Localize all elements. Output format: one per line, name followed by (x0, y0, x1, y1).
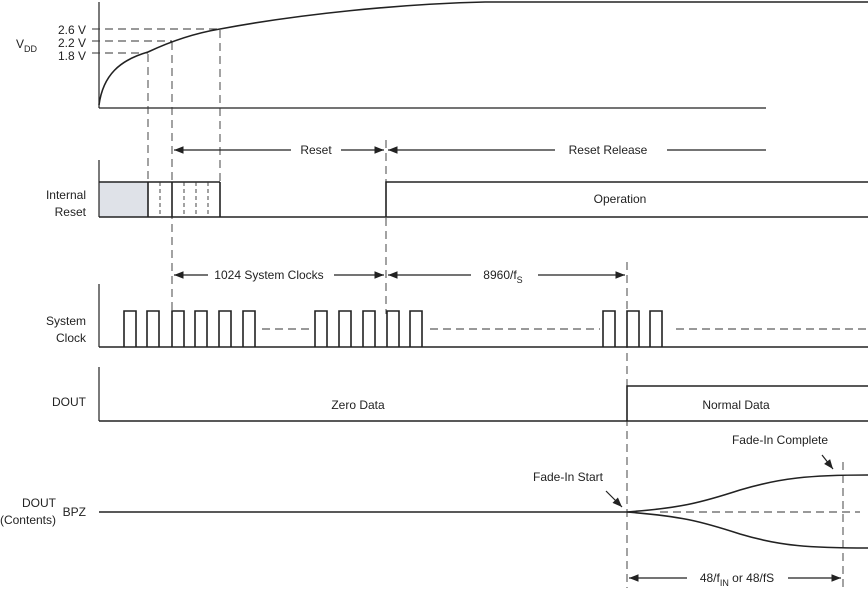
clock-pulse-4 (194, 310, 208, 347)
clock-pulses (123, 310, 663, 347)
normal-data-edge (626, 385, 868, 421)
clock-timing-arrows: 1024 System Clocks 8960/fS (174, 268, 625, 285)
clock-pulse-2 (146, 310, 160, 347)
timing-markers (147, 30, 844, 588)
vdd-section: VDD 2.6 V 2.2 V 1.8 V (16, 1, 868, 109)
clock-pulse-11 (409, 310, 423, 347)
dout-section: DOUT Zero Data Normal Data (52, 367, 868, 422)
system-clock-label-1: System (46, 314, 86, 328)
clock-pulse-8 (338, 310, 352, 347)
dout-contents-label-1: DOUT (22, 496, 57, 510)
operation-label: Operation (594, 192, 647, 206)
fade-envelope-upper (626, 474, 868, 513)
clock-pulse-12 (602, 310, 616, 347)
clock-pulse-5 (218, 310, 232, 347)
vdd-label: VDD (16, 37, 38, 54)
internal-reset-section: Internal Reset Operation (46, 160, 868, 219)
fade-in-complete-label: Fade-In Complete (732, 433, 828, 447)
internal-reset-label-2: Reset (55, 205, 87, 219)
reset-release-label: Reset Release (569, 143, 648, 157)
fade-envelope-lower (626, 511, 868, 549)
clock-pulse-13 (626, 310, 640, 347)
system-clock-label-2: Clock (56, 331, 87, 345)
fade-in-start-label: Fade-In Start (533, 470, 604, 484)
vdd-ramp-curve (98, 1, 868, 106)
normal-data-label: Normal Data (702, 398, 770, 412)
reset-release-edge (385, 181, 868, 217)
reset-shaded-region (99, 182, 148, 217)
clock-pulse-3 (171, 310, 185, 347)
fs-timing-label: 8960/fS (483, 268, 522, 285)
fade-duration: 48/fIN or 48/fS (629, 571, 841, 588)
system-clocks-label: 1024 System Clocks (214, 268, 323, 282)
clock-pulse-1 (123, 310, 137, 347)
clock-pulse-7 (314, 310, 328, 347)
dout-contents-label-2: (Contents) (0, 513, 56, 527)
clock-pulse-6 (242, 310, 256, 347)
fade-duration-label: 48/fIN or 48/fS (700, 571, 774, 588)
clock-pulse-10 (386, 310, 400, 347)
dout-label: DOUT (52, 395, 87, 409)
fade-in-start-pointer (605, 490, 623, 508)
zero-data-label: Zero Data (331, 398, 385, 412)
clock-pulse-9 (362, 310, 376, 347)
reset-arrows: Reset Reset Release (174, 143, 766, 157)
system-clock-section: System Clock (46, 284, 868, 348)
fade-in-complete-pointer (821, 454, 834, 470)
reset-label: Reset (300, 143, 332, 157)
internal-reset-label-1: Internal (46, 188, 86, 202)
bpz-label: BPZ (63, 505, 86, 519)
vdd-level-1-8: 1.8 V (58, 49, 86, 63)
vdd-level-2-2: 2.2 V (58, 36, 86, 50)
dout-contents-section: DOUT (Contents) BPZ Fade-In Start Fade-I… (0, 433, 868, 549)
vdd-level-2-6: 2.6 V (58, 23, 86, 37)
clock-pulse-14 (649, 310, 663, 347)
